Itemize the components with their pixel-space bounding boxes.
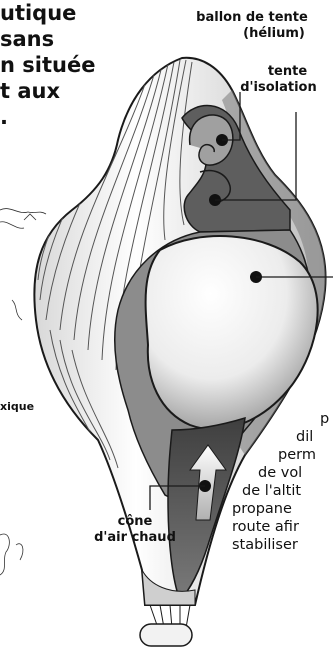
desc-line: de vol: [258, 464, 302, 482]
desc-line: route afir: [232, 518, 299, 536]
label-helium-balloon: ballon de tente (hélium): [172, 10, 332, 42]
desc-line: perm: [278, 446, 316, 464]
desc-line: dil: [296, 428, 313, 446]
label-fragment-left: xique: [0, 400, 34, 413]
desc-line: propane: [232, 500, 292, 518]
gondola: [140, 624, 192, 646]
label-insulation-tent: tente d'isolation: [226, 64, 331, 96]
desc-line: de l'altit: [242, 482, 301, 500]
helium-balloon: [146, 236, 318, 429]
label-hot-air-cone: cône d'air chaud: [80, 514, 190, 546]
desc-line: p: [320, 410, 329, 428]
desc-line: stabiliser: [232, 536, 298, 554]
